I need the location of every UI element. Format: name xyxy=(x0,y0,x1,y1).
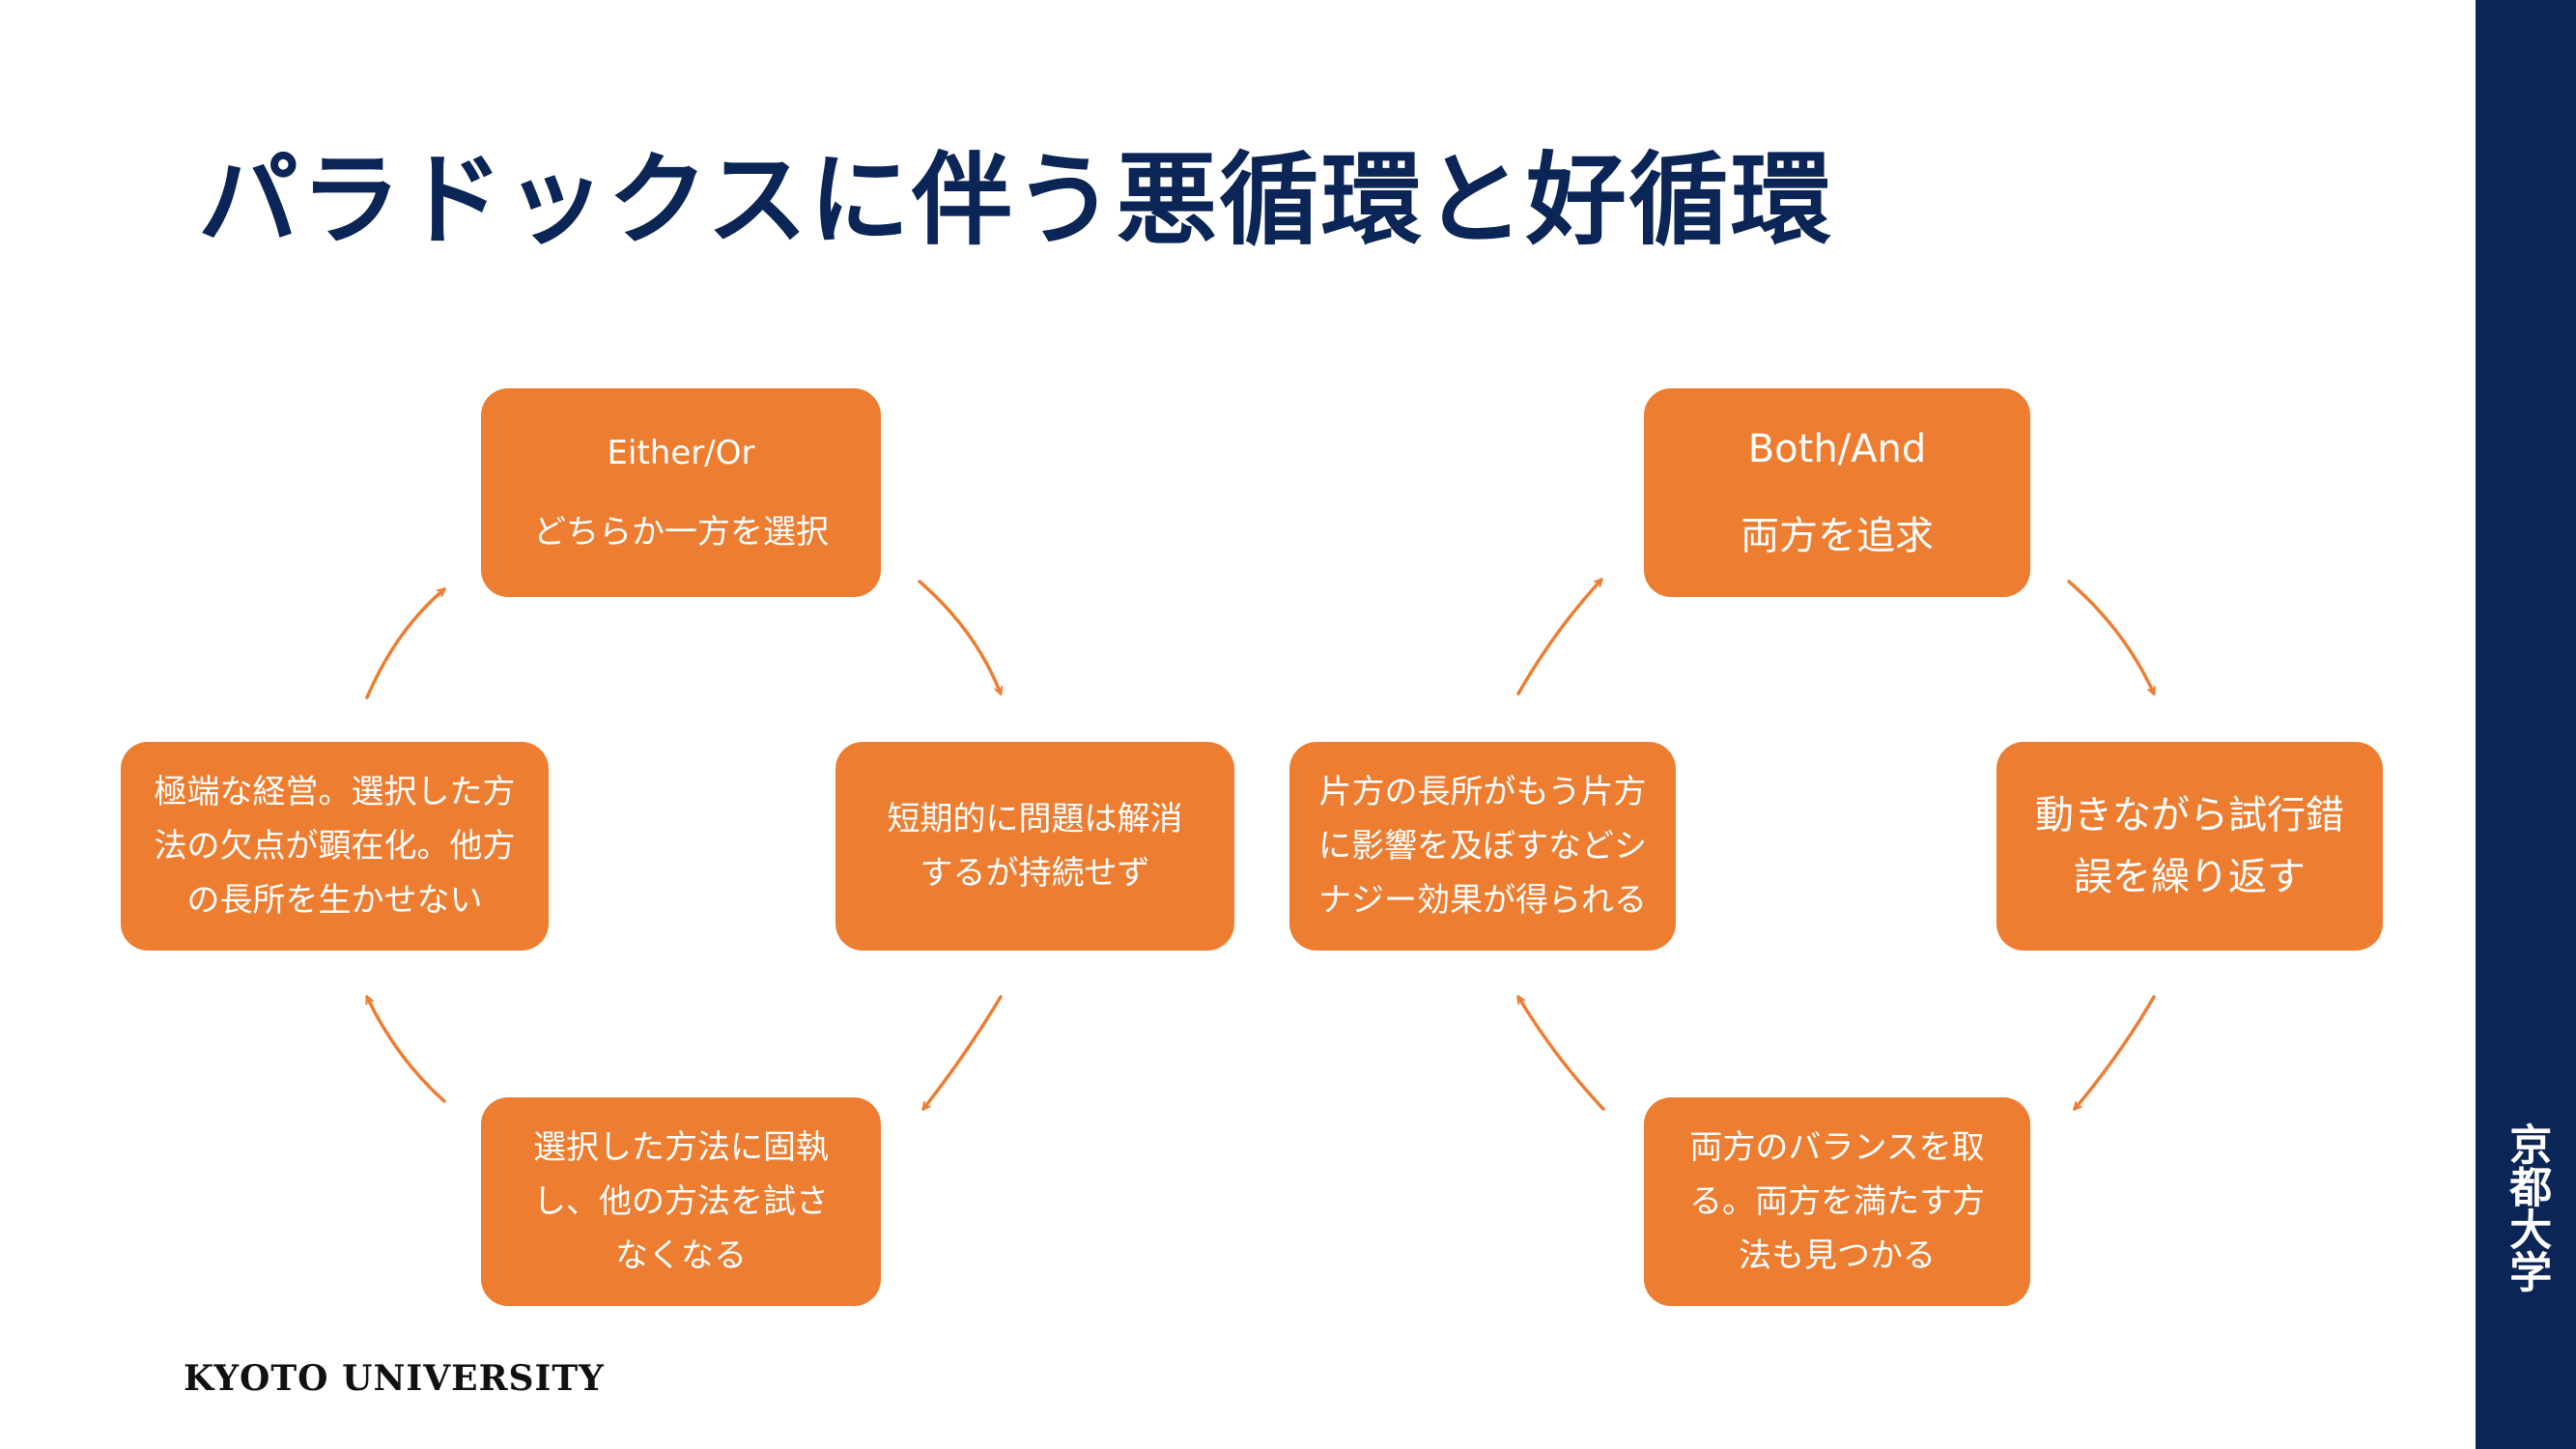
virtuous-right-text: 動きながら試行錯 誤を繰り返す xyxy=(2035,793,2344,899)
virtuous-arrow-bottom-to-left xyxy=(1516,997,1605,1111)
virtuous-right-box: 動きながら試行錯 誤を繰り返す xyxy=(1996,742,2383,951)
vicious-arrow-right-to-bottom xyxy=(921,995,1003,1111)
vicious-right-text: 短期的に問題は解消 するが持続せず xyxy=(887,799,1183,893)
vicious-top-box: Either/Or どちらか一方を選択 xyxy=(481,388,881,597)
vicious-bottom-box: 選択した方法に固執 し、他の方法を試さ なくなる xyxy=(481,1097,881,1306)
vicious-arrow-top-to-right xyxy=(918,580,1001,694)
vicious-top-text: どちらか一方を選択 xyxy=(533,513,829,552)
vicious-bottom-text: 選択した方法に固執 し、他の方法を試さ なくなる xyxy=(533,1127,829,1276)
virtuous-left-text: 片方の長所がもう片方 に影響を及ぼすなどシ ナジー効果が得られる xyxy=(1318,772,1647,921)
vicious-arrow-left-to-top xyxy=(365,587,446,699)
vicious-top-label: Either/Or xyxy=(607,433,755,472)
slide-title: パラドックスに伴う悪循環と好循環 xyxy=(198,141,1833,259)
side-bar: 京都大学 xyxy=(2476,0,2576,1449)
virtuous-top-box: Both/And 両方を追求 xyxy=(1644,388,2030,597)
vicious-left-text: 極端な経営。選択した方 法の欠点が顕在化。他方 の長所を生かせない xyxy=(154,772,516,921)
virtuous-bottom-box: 両方のバランスを取 る。両方を満たす方 法も見つかる xyxy=(1644,1097,2030,1306)
vicious-left-box: 極端な経営。選択した方 法の欠点が顕在化。他方 の長所を生かせない xyxy=(121,742,549,951)
virtuous-arrow-top-to-right xyxy=(2067,580,2156,694)
side-logo: 京都大学 xyxy=(2502,1122,2552,1293)
virtuous-top-text: 両方を追求 xyxy=(1741,514,1934,558)
virtuous-arrow-left-to-top xyxy=(1516,578,1603,696)
vicious-right-box: 短期的に問題は解消 するが持続せず xyxy=(835,742,1234,951)
virtuous-bottom-text: 両方のバランスを取 る。両方を満たす方 法も見つかる xyxy=(1689,1127,1985,1276)
vicious-arrow-bottom-to-left xyxy=(365,997,446,1103)
virtuous-top-label: Both/And xyxy=(1747,427,1927,471)
virtuous-left-box: 片方の長所がもう片方 に影響を及ぼすなどシ ナジー効果が得られる xyxy=(1289,742,1676,951)
footer-logo: KYOTO UNIVERSITY xyxy=(184,1358,605,1399)
virtuous-arrow-right-to-bottom xyxy=(2073,995,2156,1111)
